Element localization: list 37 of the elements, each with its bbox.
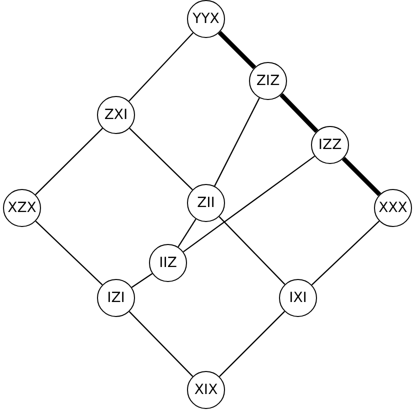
connector-line — [35, 128, 103, 196]
node-label: ZII — [197, 195, 215, 211]
circle-node — [3, 189, 41, 227]
circle-node — [97, 279, 135, 317]
connector-line — [128, 32, 194, 102]
node-label: IXI — [289, 290, 307, 306]
connector-line — [280, 93, 318, 133]
circle-node — [249, 62, 287, 100]
node-label: XIX — [194, 382, 218, 398]
connector-line — [218, 216, 286, 285]
circle-node — [374, 189, 412, 227]
circle-node — [97, 96, 135, 134]
node-label: IZI — [107, 290, 125, 306]
circle-node — [149, 244, 187, 282]
node-label: IZZ — [318, 137, 342, 153]
node-label: YYX — [192, 11, 220, 27]
node-label: XXX — [378, 200, 408, 216]
circle-node — [187, 184, 225, 222]
circle-node — [279, 279, 317, 317]
node-label: ZXI — [104, 107, 128, 123]
connector-line — [214, 98, 260, 186]
connector-line — [311, 220, 380, 286]
connector-line — [218, 30, 256, 70]
connector-line — [183, 156, 315, 252]
node-label: XZX — [8, 200, 36, 216]
node-label: ZIZ — [256, 73, 280, 89]
connector-line — [178, 218, 196, 248]
circle-node — [187, 371, 225, 409]
connector-line — [129, 128, 193, 190]
circle-node — [187, 0, 225, 38]
connector-line — [128, 311, 194, 377]
node-label: IIZ — [159, 255, 177, 271]
connector-line — [219, 311, 285, 377]
connector-line — [342, 156, 382, 196]
circle-node — [311, 126, 349, 164]
connector-line — [35, 220, 103, 286]
connector-line — [131, 273, 153, 288]
